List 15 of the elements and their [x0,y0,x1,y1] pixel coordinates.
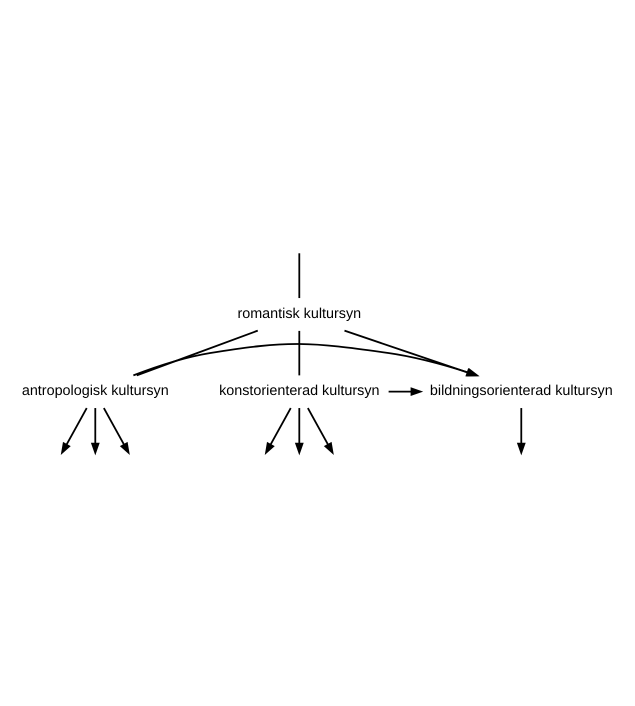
arrow [307,408,334,456]
arrow [90,408,100,456]
connector [298,330,300,376]
connector [136,330,258,376]
node-text: konstorienterad kultursyn [219,383,380,400]
arrow [103,408,130,456]
arrow [388,387,424,396]
node-text: bildningsorienterad kultursyn [430,383,613,400]
arrow [264,408,292,456]
node-text: romantisk kultursyn [237,306,362,322]
arrow [60,408,88,456]
node-text: antropologisk kultursyn [22,383,169,400]
connector [298,253,300,298]
arrow [516,408,526,456]
arrow [294,408,304,456]
